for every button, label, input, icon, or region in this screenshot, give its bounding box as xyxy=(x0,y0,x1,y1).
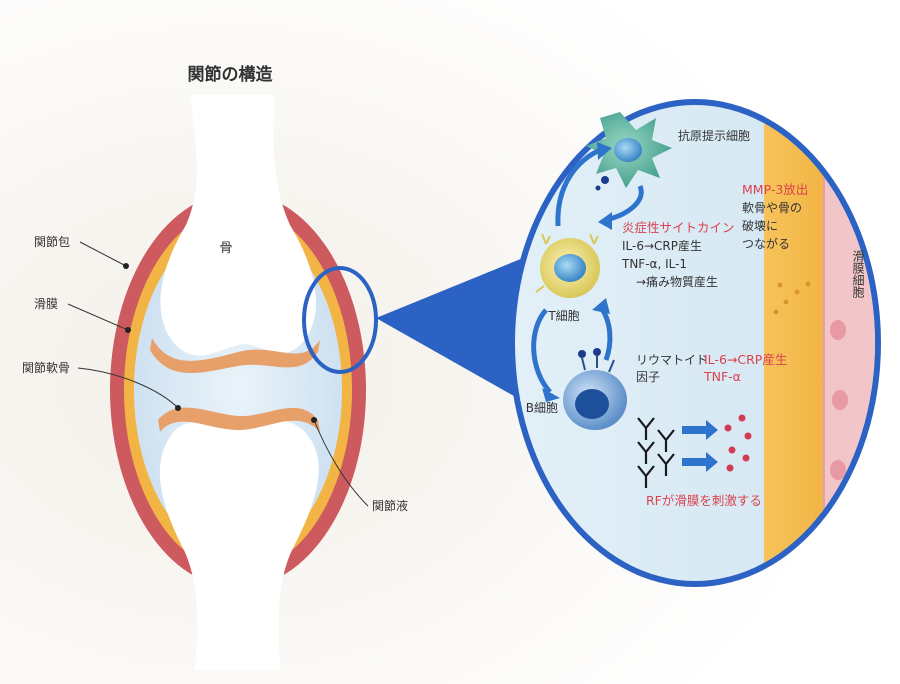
b-output-line-1: IL-6→CRP産生 xyxy=(704,352,787,367)
cytokine-line-1: IL-6→CRP産生 xyxy=(622,238,702,253)
cytokine-dot xyxy=(724,424,732,432)
fluid-leader xyxy=(313,419,369,507)
cytokine-particles xyxy=(724,414,752,472)
cytokine-dot xyxy=(726,464,734,472)
rf-line-1: リウマトイド xyxy=(636,353,708,367)
title: 関節の構造 xyxy=(188,64,274,85)
magnify-marker xyxy=(302,266,378,374)
apc-nucleus xyxy=(614,138,642,162)
lower-bone xyxy=(159,419,319,670)
synovial-cell xyxy=(830,320,846,340)
fluid-label: 関節液 xyxy=(372,498,408,513)
synovium-leader-dot xyxy=(125,327,131,333)
mmp-line-3: つながる xyxy=(742,236,790,251)
upper-cartilage xyxy=(150,338,320,374)
synovial-cell xyxy=(832,390,848,410)
rheumatoid-factor-antibodies xyxy=(637,417,675,488)
antigen-dot xyxy=(593,348,601,356)
cell-cycle-arrowheads xyxy=(542,142,612,402)
cytokine-dot xyxy=(738,414,746,422)
mmp-particle xyxy=(773,309,779,315)
b-cell-nucleus xyxy=(575,389,609,419)
arrowhead xyxy=(597,142,612,160)
antibody xyxy=(637,417,655,440)
synovium-band xyxy=(764,105,824,581)
cytokine-line-3: →痛み物質産生 xyxy=(636,274,718,289)
antibody xyxy=(657,453,675,476)
bone-label: 骨 xyxy=(219,241,232,256)
fluid-leader-dot xyxy=(311,417,317,423)
b-cell-label: B細胞 xyxy=(526,401,558,415)
joint-illustration: 骨 xyxy=(110,95,366,670)
antigen-dot xyxy=(578,350,586,358)
antibody xyxy=(657,429,675,452)
arrow-t-to-apc xyxy=(555,147,602,227)
mmp-heading: MMP-3放出 xyxy=(742,182,808,197)
upper-bone xyxy=(160,95,317,356)
antibody xyxy=(637,465,655,488)
joint-leader-lines: 関節包 滑膜 関節軟骨 関節液 xyxy=(22,234,408,513)
mmp-particle xyxy=(777,282,783,288)
rf-action-text: RFが滑膜を刺激する xyxy=(646,493,762,508)
cytokine-dot xyxy=(742,454,750,462)
arrowhead xyxy=(598,212,612,230)
release-arrows xyxy=(682,420,718,472)
mmp-particle xyxy=(783,299,789,305)
magnify-connector xyxy=(376,256,528,404)
cartilage-leader xyxy=(77,367,179,409)
t-cell xyxy=(535,233,600,298)
antigen-presenting-cell xyxy=(586,112,672,191)
release-arrow xyxy=(682,452,718,472)
release-arrow xyxy=(682,420,718,440)
t-cell-receptor xyxy=(541,233,551,245)
mmp-particle xyxy=(794,289,800,295)
rf-line-2: 因子 xyxy=(636,370,660,384)
t-cell-receptor xyxy=(535,285,545,293)
antigen-dot xyxy=(595,185,601,191)
synovium-label: 滑膜 xyxy=(34,297,58,311)
mmp-particles xyxy=(773,281,811,315)
cytokine-dot xyxy=(744,432,752,440)
synovial-cell-label: 滑膜細胞 xyxy=(851,250,865,299)
t-cell-receptor xyxy=(589,233,599,245)
synovial-cell xyxy=(830,460,846,480)
capsule-leader-dot xyxy=(123,263,129,269)
arrowhead xyxy=(592,298,610,314)
cartilage-leader-dot xyxy=(175,405,181,411)
arrow-t-to-b xyxy=(531,308,552,394)
antigen-dot xyxy=(601,176,609,184)
apc-label: 抗原提示細胞 xyxy=(678,128,750,143)
t-cell-nucleus xyxy=(554,254,586,282)
lower-cartilage xyxy=(158,407,320,432)
cartilage-label: 関節軟骨 xyxy=(22,360,70,375)
capsule-label: 関節包 xyxy=(34,234,70,249)
synovium-leader xyxy=(67,303,129,331)
b-cell xyxy=(563,348,627,430)
b-output-line-2: TNF-α xyxy=(703,369,741,384)
antibody xyxy=(637,441,655,464)
capsule-leader xyxy=(79,241,127,267)
b-cell-receptors xyxy=(581,356,615,373)
mmp-line-1: 軟骨や骨の xyxy=(742,200,802,215)
cytokine-dot xyxy=(728,446,736,454)
mmp-line-2: 破壊に xyxy=(742,218,778,233)
t-cell-label: T細胞 xyxy=(547,309,579,323)
cytokine-line-2: TNF-α, IL-1 xyxy=(621,257,687,271)
mmp-particle xyxy=(805,281,811,287)
arrowhead xyxy=(542,388,560,402)
cytokine-heading: 炎症性サイトカイン xyxy=(622,220,735,235)
